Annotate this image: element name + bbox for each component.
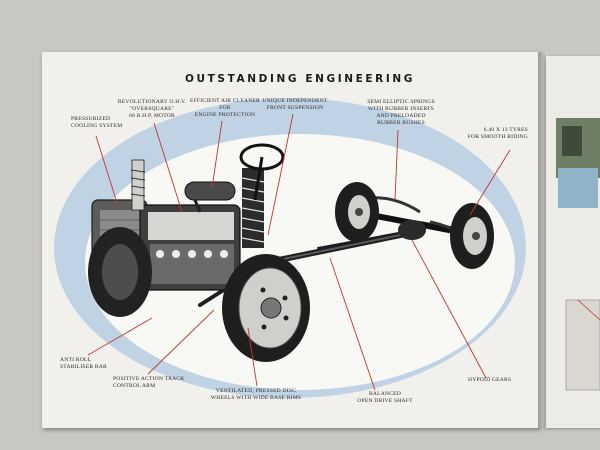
label-air-cleaner: EFFICIENT AIR CLEANER FOR ENGINE PROTECT…: [190, 98, 260, 118]
next-page-artwork: [556, 118, 600, 391]
rear-right-wheel: [450, 203, 494, 269]
label-track-control-arm: POSITIVE ACTION TRACK CONTROL ARM: [113, 376, 185, 389]
label-ohv-motor: REVOLUTIONARY O.H.V. "OVERSQUARE" 68 b.h…: [117, 99, 187, 119]
label-disc-wheels: VENTILATED, PRESSED DISC WHEELS WITH WID…: [210, 388, 302, 401]
label-anti-roll-bar: ANTI ROLL STABILISER BAR: [60, 357, 107, 370]
page-fold: [538, 52, 548, 428]
label-tyres: 6.40 x 13 TYRES FOR SMOOTH RIDING: [467, 127, 528, 140]
front-right-wheel: [222, 254, 310, 362]
rear-left-wheel: [335, 182, 379, 242]
steering-wheel: [239, 143, 285, 201]
front-left-wheel: [88, 227, 152, 317]
page-title: OUTSTANDING ENGINEERING: [185, 73, 415, 85]
leader-lines: [87, 113, 511, 391]
label-front-suspension: UNIQUE INDEPENDENT FRONT SUSPENSION: [262, 98, 328, 111]
label-springs: SEMI ELLIPTIC SPRINGS WITH RUBBER INSERT…: [367, 99, 435, 126]
front-coil-spring: [241, 168, 265, 248]
label-hypoid-gears: HYPOID GEARS: [468, 377, 512, 383]
label-cooling-system: PRESSURIZED COOLING SYSTEM: [71, 116, 123, 129]
label-drive-shaft: BALANCED OPEN DRIVE SHAFT: [357, 391, 413, 404]
